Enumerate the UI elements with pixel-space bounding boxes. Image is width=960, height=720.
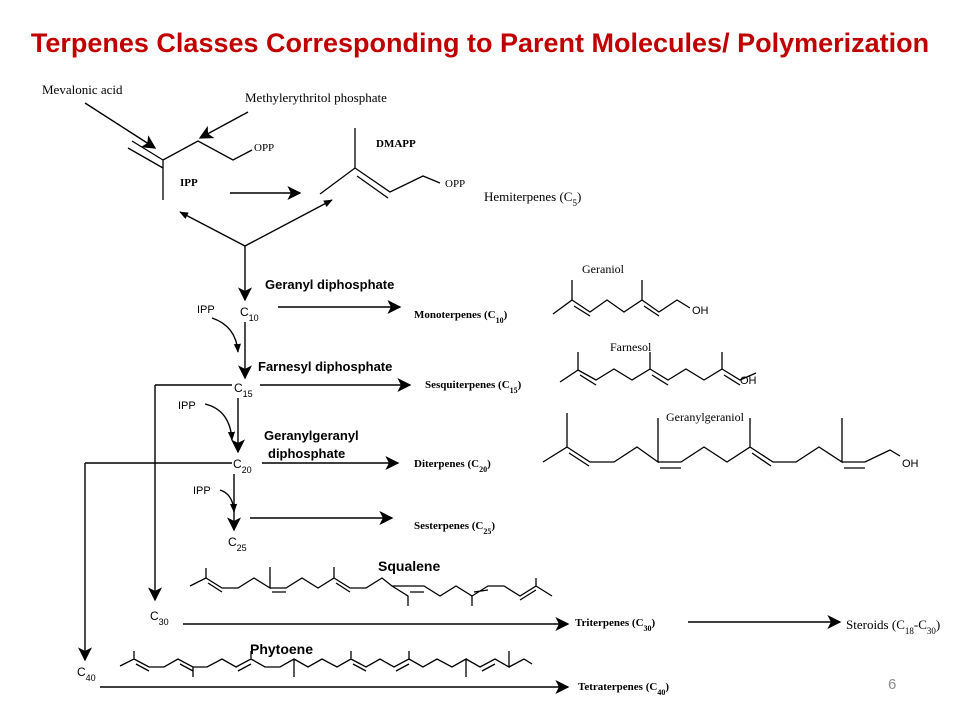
- c25-label: C25: [228, 535, 247, 553]
- squalene-structure: [189, 567, 553, 606]
- sesterpenes-label: Sesterpenes (C25): [414, 520, 495, 536]
- dmapp-label: DMAPP: [376, 138, 416, 150]
- dmapp-structure: [319, 128, 441, 199]
- farnesol-oh-label: OH: [740, 375, 757, 387]
- sesquiterpenes-label: Sesquiterpenes (C15): [425, 379, 522, 395]
- ipp-c20-label: IPP: [193, 485, 211, 497]
- c40-label: C40: [77, 665, 96, 683]
- dmapp-opp-label: OPP: [445, 178, 465, 190]
- ipp-c15-label: IPP: [178, 400, 196, 412]
- geraniol-label: Geraniol: [582, 262, 625, 276]
- ipp-opp-label: OPP: [254, 142, 274, 154]
- slide-title: Terpenes Classes Corresponding to Parent…: [30, 28, 930, 58]
- geraniol-structure: [552, 280, 691, 317]
- squalene-label: Squalene: [378, 558, 440, 574]
- geranylgeraniol-structure: [542, 413, 901, 469]
- farnesol-structure: [559, 352, 757, 386]
- geranyl-diphosphate-label: Geranyl diphosphate: [265, 277, 394, 292]
- page-number: 6: [888, 676, 897, 693]
- mevalonic-acid-label: Mevalonic acid: [42, 82, 123, 97]
- phytoene-structure: [119, 651, 533, 677]
- geranylgeranyl-diphosphate-label-1: Geranylgeranyl: [264, 428, 359, 443]
- geranylgeraniol-oh-label: OH: [902, 458, 919, 470]
- hemiterpenes-label: Hemiterpenes (C5): [484, 189, 581, 208]
- methylerythritol-phosphate-label: Methylerythritol phosphate: [245, 90, 387, 105]
- c15-label: C15: [234, 381, 253, 399]
- ipp-structure: [127, 140, 253, 200]
- triterpenes-label: Triterpenes (C30): [575, 617, 656, 633]
- geranylgeranyl-diphosphate-label-2: diphosphate: [268, 446, 345, 461]
- geraniol-oh-label: OH: [692, 305, 709, 317]
- steroids-label: Steroids (C18-C30): [846, 617, 940, 636]
- tetraterpenes-label: Tetraterpenes (C40): [578, 681, 669, 697]
- converge-right-line: [244, 199, 333, 247]
- mep-arrow: [198, 111, 249, 139]
- farnesol-label: Farnesol: [610, 340, 652, 354]
- c20-label: C20: [233, 457, 252, 475]
- mevalonic-arrow: [84, 102, 157, 149]
- converge-left-line: [179, 211, 246, 247]
- ipp-to-c15-curve: [211, 317, 241, 353]
- diterpenes-label: Diterpenes (C20): [414, 458, 491, 474]
- monoterpenes-label: Monoterpenes (C10): [414, 309, 508, 325]
- ipp-c10-label: IPP: [197, 304, 215, 316]
- c10-label: C10: [240, 305, 259, 323]
- ipp-to-c20-curve: [204, 403, 236, 441]
- ipp-label: IPP: [180, 177, 198, 189]
- phytoene-label: Phytoene: [250, 641, 313, 657]
- farnesyl-diphosphate-label: Farnesyl diphosphate: [258, 359, 392, 374]
- geranylgeraniol-label: Geranylgeraniol: [666, 410, 745, 424]
- c30-label: C30: [150, 609, 169, 627]
- ipp-to-c25-curve: [219, 489, 238, 513]
